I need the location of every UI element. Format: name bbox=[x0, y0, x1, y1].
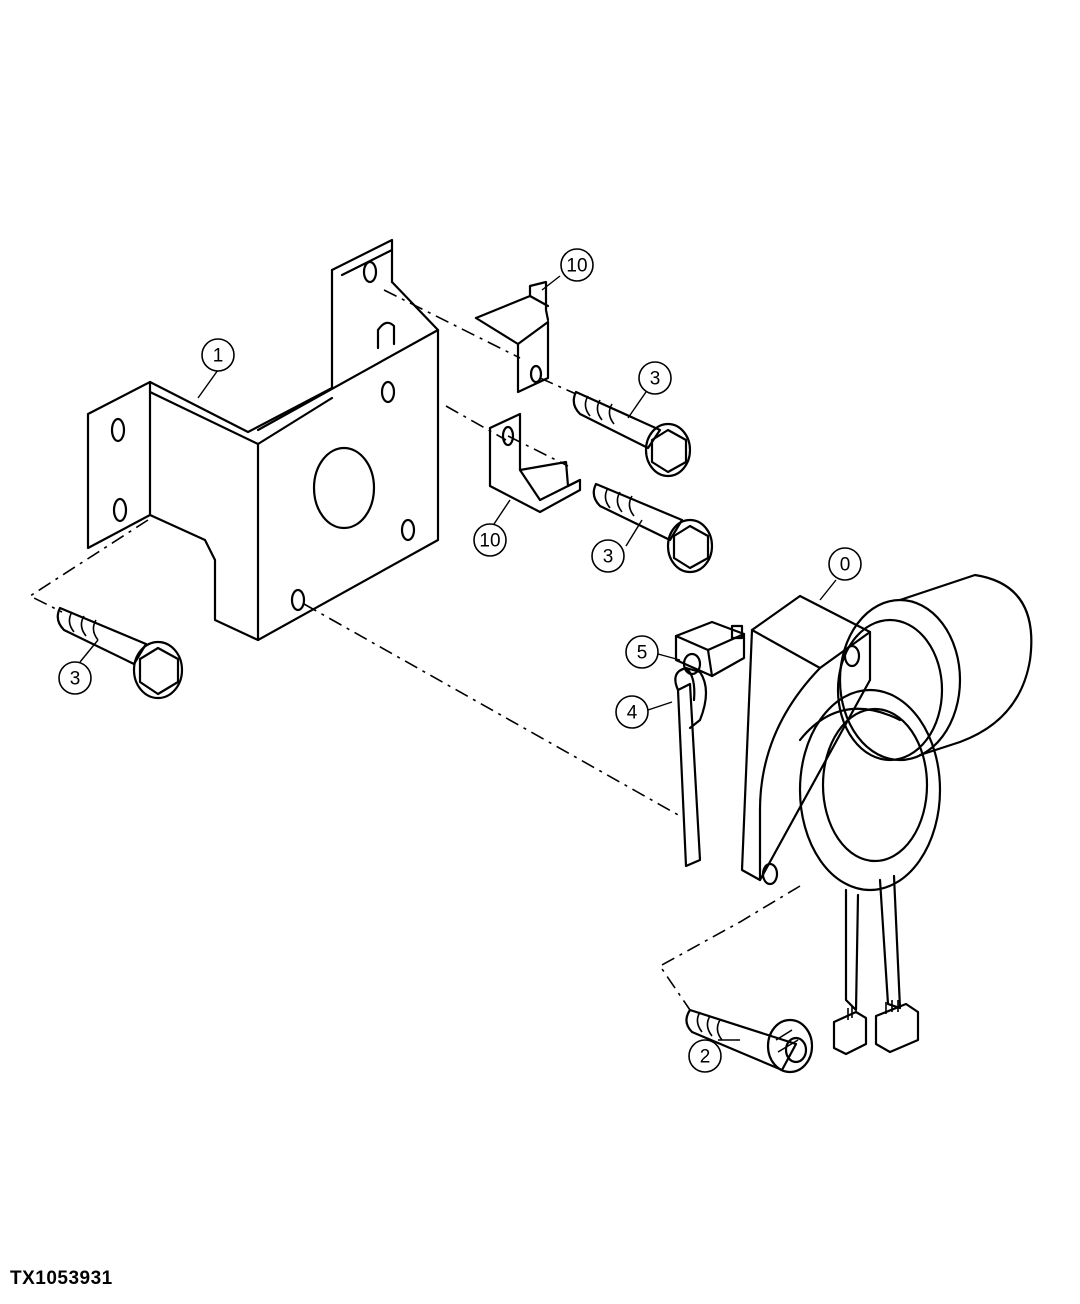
callout-10-lower: 10 bbox=[473, 523, 507, 557]
encoder-sensor-part bbox=[676, 573, 1033, 1056]
callout-10-upper: 10 bbox=[560, 248, 594, 282]
callout-leaders bbox=[79, 275, 837, 1041]
callout-5: 5 bbox=[625, 635, 659, 669]
callout-3-lower: 3 bbox=[58, 661, 92, 695]
stopper-plate-lower bbox=[488, 412, 582, 514]
lever-arm-part bbox=[674, 666, 708, 730]
callout-3-middle: 3 bbox=[591, 539, 625, 573]
callout-label: 3 bbox=[70, 669, 81, 690]
callout-4: 4 bbox=[615, 695, 649, 729]
callout-label: 5 bbox=[637, 643, 648, 664]
figure-id-label: TX1053931 bbox=[10, 1268, 113, 1289]
callout-label: 10 bbox=[566, 256, 587, 277]
bracket-part bbox=[86, 238, 440, 642]
stopper-plate-upper bbox=[474, 280, 550, 394]
callout-label: 10 bbox=[479, 531, 500, 552]
callout-0: 0 bbox=[828, 547, 862, 581]
callout-label: 0 bbox=[840, 555, 851, 576]
cap-screw-lower bbox=[56, 606, 184, 700]
callout-3-upper: 3 bbox=[638, 361, 672, 395]
shoulder-bolt-part bbox=[685, 1008, 814, 1074]
callout-2: 2 bbox=[688, 1039, 722, 1073]
callout-label: 3 bbox=[650, 369, 661, 390]
callout-label: 1 bbox=[213, 346, 224, 367]
assembly-lines bbox=[28, 289, 801, 1011]
callout-1: 1 bbox=[201, 338, 235, 372]
callout-label: 3 bbox=[603, 547, 614, 568]
clamp-block-part bbox=[674, 620, 746, 678]
callout-label: 2 bbox=[700, 1047, 711, 1068]
cap-screw-middle bbox=[592, 482, 714, 574]
cap-screw-upper bbox=[572, 390, 692, 478]
callout-label: 4 bbox=[627, 703, 638, 724]
